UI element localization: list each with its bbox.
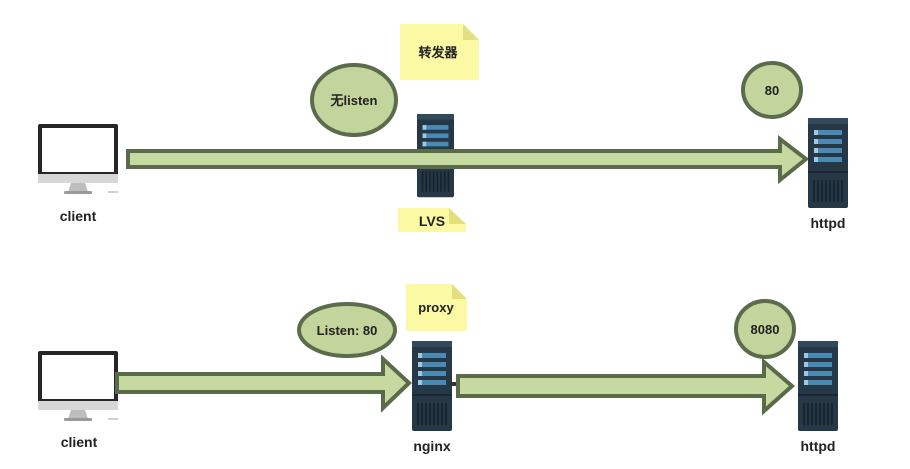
row2-middle-note: proxy (406, 284, 467, 331)
server-icon (797, 340, 839, 432)
row1-note-text: 转发器 (418, 45, 458, 60)
row2-middle-label: nginx (413, 438, 451, 454)
computer-icon (38, 124, 118, 194)
row1-middle-bubble: 无listen (310, 63, 398, 137)
row2-client: client (38, 351, 118, 450)
row1-forward-arrow (126, 134, 810, 185)
row2-note-text: proxy (418, 300, 454, 315)
row2-httpd-server: httpd (797, 340, 839, 454)
row1-bubble-text: 无listen (330, 93, 378, 108)
row2-nginx-server: nginx (411, 340, 453, 454)
row2-server-bubble-text: 8080 (751, 322, 780, 337)
row2-proxy-to-httpd-arrow (456, 357, 796, 416)
row1-server-label: httpd (811, 215, 846, 231)
row2-client-to-proxy-arrow (115, 354, 412, 413)
server-icon (807, 117, 849, 209)
row2-bubble-text: Listen: 80 (317, 323, 378, 338)
row2-middle-bubble: Listen: 80 (297, 302, 397, 358)
row1-middle-label-note: LVS (398, 208, 466, 232)
computer-icon (38, 351, 118, 421)
row2-server-label: httpd (801, 438, 836, 454)
row1-client-label: client (60, 208, 97, 224)
row2-client-label: client (61, 434, 98, 450)
server-icon (411, 340, 453, 432)
row1-httpd-server: httpd (807, 117, 849, 231)
row2-server-bubble: 8080 (734, 299, 796, 359)
row1-client: client (38, 124, 118, 224)
connector (451, 382, 458, 386)
row1-middle-label: LVS (419, 213, 445, 229)
row1-server-bubble-text: 80 (765, 83, 779, 98)
row1-middle-note: 转发器 (400, 24, 479, 80)
row1-server-bubble: 80 (741, 61, 803, 119)
